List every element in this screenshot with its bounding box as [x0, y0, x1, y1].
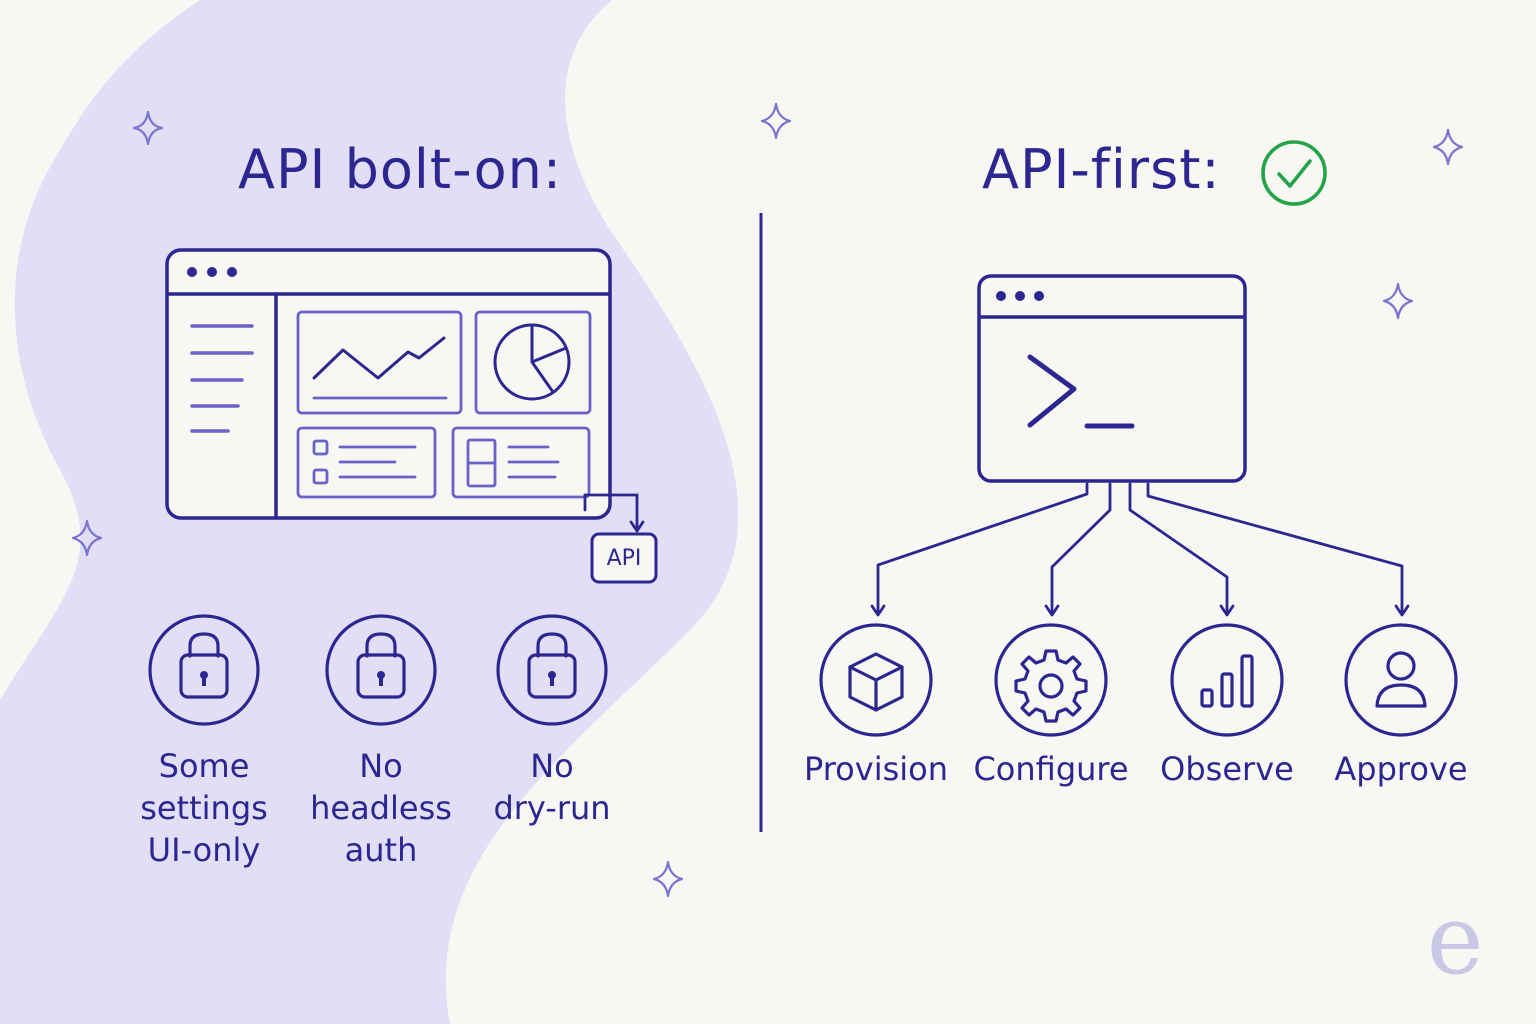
limitation-caption: Some settings UI-only — [140, 747, 268, 869]
window-dots — [187, 267, 237, 277]
limitation-caption: No dry-run — [493, 747, 611, 827]
lock-icon — [496, 614, 608, 726]
terminal-prompt-icon — [1027, 354, 1135, 429]
bar-chart-icon — [1170, 623, 1284, 737]
line-chart-icon — [312, 336, 446, 380]
sparkle-icon — [760, 102, 792, 140]
check-circle-icon — [1261, 140, 1327, 206]
list-panel — [296, 426, 437, 499]
api-connector-arrow — [583, 493, 639, 532]
api-tag-label: API — [606, 545, 642, 571]
api-first-title: API-first: — [982, 138, 1221, 201]
capability-label-configure: Configure — [973, 750, 1129, 788]
bolt-on-title: API bolt-on: — [238, 138, 563, 201]
window-dots — [996, 291, 1044, 301]
dashboard-window — [165, 248, 612, 520]
api-tag-box — [590, 532, 658, 584]
user-icon — [1344, 623, 1458, 737]
brand-logo: e — [1426, 884, 1484, 996]
sparkle-icon — [1382, 282, 1414, 320]
limitation-caption: No headless auth — [310, 747, 452, 869]
terminal-window — [977, 274, 1247, 483]
sidebar-lines — [190, 324, 254, 433]
branch-connectors — [870, 482, 1410, 617]
sparkle-icon — [132, 110, 164, 146]
sparkle-icon — [652, 860, 684, 898]
capability-label-approve: Approve — [1334, 750, 1468, 788]
table-panel — [451, 426, 591, 499]
arrowhead-icon — [629, 520, 645, 533]
pie-chart-panel — [474, 310, 592, 415]
sparkle-icon — [71, 519, 103, 557]
lock-icon — [325, 614, 437, 726]
lock-icon — [148, 614, 260, 726]
gear-icon — [994, 623, 1108, 737]
sparkle-icon — [1432, 128, 1464, 166]
cube-icon — [819, 623, 933, 737]
line-chart-panel — [296, 310, 463, 415]
capability-label-provision: Provision — [803, 750, 948, 788]
capability-label-observe: Observe — [1160, 750, 1294, 788]
